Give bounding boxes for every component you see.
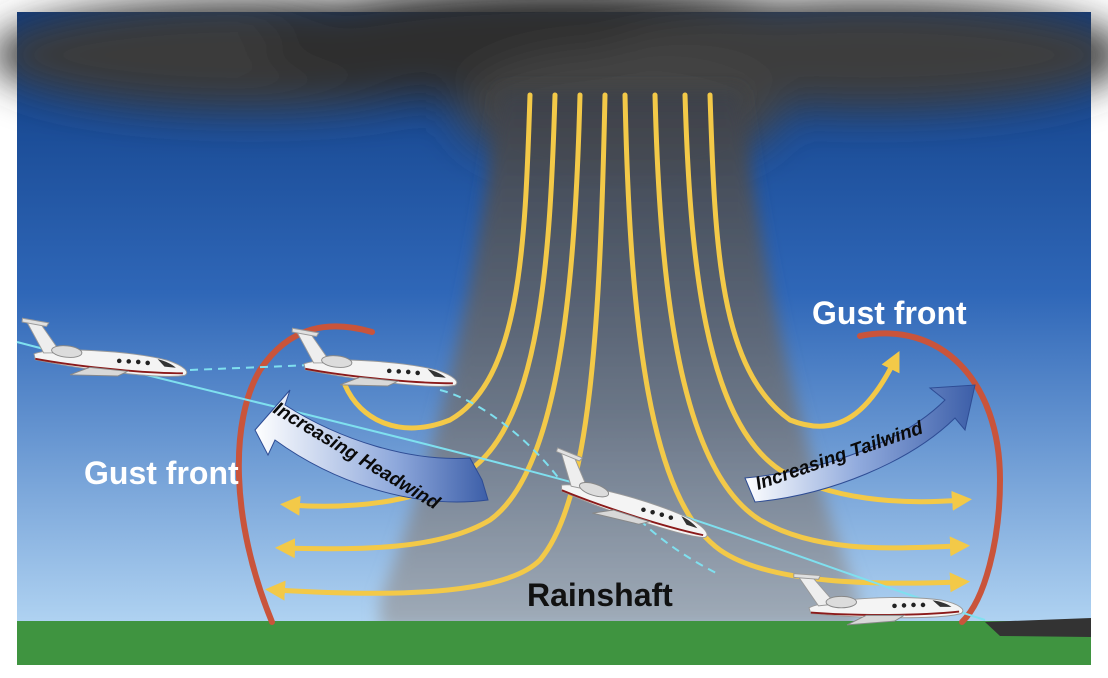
rainshaft-column <box>380 90 860 630</box>
rainshaft-label: Rainshaft <box>527 577 673 613</box>
ground <box>17 621 1091 665</box>
storm-cloud <box>0 0 1108 170</box>
gust-front-right-label: Gust front <box>812 295 967 331</box>
gust-front-right-curve <box>857 330 1004 625</box>
runway <box>985 618 1091 637</box>
gust-front-left-curve <box>235 323 375 625</box>
airflow-lines <box>265 92 972 601</box>
gust-front-left-label: Gust front <box>84 455 239 491</box>
